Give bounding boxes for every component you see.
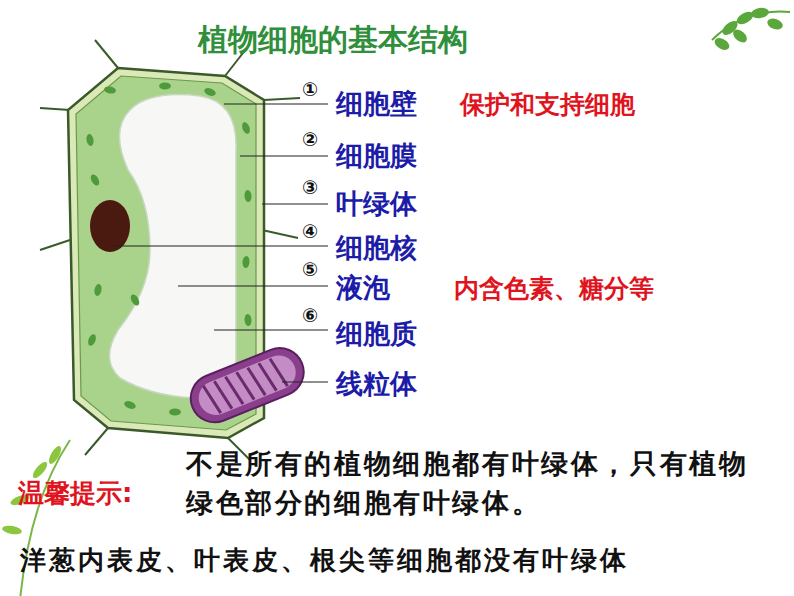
callout-number: ④: [302, 220, 318, 243]
mitochondrion: [184, 341, 311, 430]
leader-lines: [112, 104, 328, 382]
neighbor-walls: [40, 40, 300, 460]
callout-number: ⑤: [302, 258, 318, 281]
part-name: 叶绿体: [336, 188, 417, 220]
part-name: 细胞质: [336, 318, 417, 350]
nucleus: [90, 200, 130, 252]
slide-title: 植物细胞的基本结构: [198, 22, 468, 58]
callout-number: ②: [302, 128, 318, 151]
part-name: 液泡: [336, 272, 390, 304]
part-name: 细胞膜: [336, 140, 417, 172]
part-name: 细胞壁: [336, 88, 417, 120]
tip-text: 不是所有的植物细胞都有叶绿体，只有植物绿色部分的细胞有叶绿体。: [186, 444, 758, 522]
part-name: 线粒体: [336, 368, 417, 400]
tip-heading: 温馨提示:: [18, 478, 132, 509]
callout-number: ⑥: [302, 304, 318, 327]
leaf-decoration: [712, 7, 790, 53]
function-note: 内含色素、糖分等: [454, 274, 654, 304]
callout-number: ③: [302, 176, 318, 199]
function-note: 保护和支持细胞: [460, 90, 635, 120]
callout-number: ①: [302, 78, 318, 101]
part-name: 细胞核: [336, 232, 417, 264]
tip-text: 洋葱内表皮、叶表皮、根尖等细胞都没有叶绿体: [20, 545, 629, 576]
chloroplasts: [86, 83, 252, 416]
